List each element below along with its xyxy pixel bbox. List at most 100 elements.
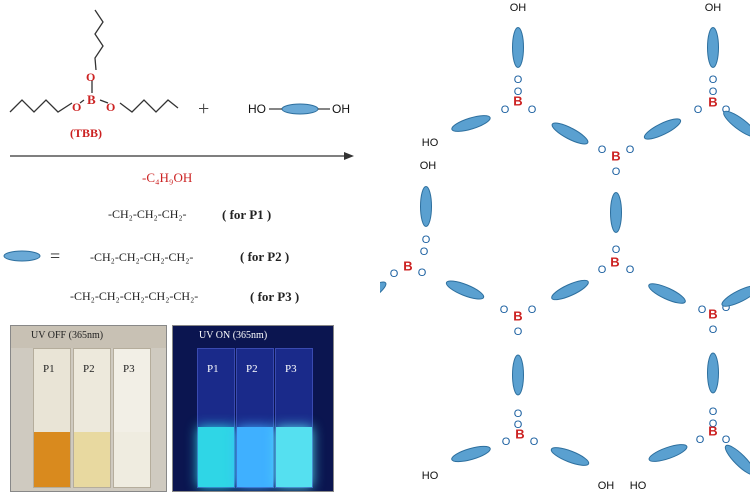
network-ho: HO [630,480,647,492]
network-oxygen: O [514,419,523,431]
uv-off-cuvette-p2: P2 [73,348,111,488]
network-boron: B [708,94,717,109]
uv-on-photo: UV ON (365nm) P1 P2 P3 [172,325,334,492]
network-linker [551,122,589,145]
network-oxygen: O [502,436,511,448]
network-linker [723,110,750,138]
network-oxygen: O [418,267,427,279]
network-oxygen: O [709,74,718,86]
equals-sign: = [50,246,61,266]
tbb-label: (TBB) [70,126,103,140]
network-oxygen: O [694,104,703,116]
network-oxygen: O [626,264,635,276]
network-linker [451,445,491,463]
network-boron: B [708,306,717,321]
network-linker [724,444,750,476]
cof-network: OOBOHOOBOHOHOOOBOOOOBOHOOBOHOOOBOOOOBOOO… [380,2,750,492]
network-linker [451,115,491,132]
network-linker [512,354,524,396]
tbb-oxygen-left: O [72,100,82,114]
network-linker [610,192,622,233]
tbb-oxygen-right: O [106,100,116,114]
network-linker [550,447,590,466]
network-oxygen: O [528,304,537,316]
p3-chain: -CH₂-CH₂-CH₂-CH₂-CH₂- [70,289,199,303]
network-boron: B [515,426,524,441]
network-boron: B [708,423,717,438]
linker-ho: HO [248,102,266,116]
uv-off-photo: UV OFF (365nm) P1 P2 P3 [10,325,167,492]
uv-off-cuvette-p1: P1 [33,348,71,488]
network-oxygen: O [514,86,523,98]
network-linker [721,285,750,307]
network-linker [707,27,719,68]
uv-on-cuvette-p2: P2 [236,348,274,488]
linker-symbol [3,250,41,262]
uv-off-title: UV OFF (365nm) [31,330,104,341]
network-oxygen: O [626,144,635,156]
linker-oh: OH [332,102,350,116]
network-boron: B [513,93,522,108]
network-oxygen: O [500,304,509,316]
network-oxygen: O [598,264,607,276]
network-oxygen: O [722,302,731,314]
reaction-scheme [3,9,354,262]
network-oh: OH [510,2,527,14]
network-linker [648,283,686,304]
network-linker [551,279,589,301]
network-boron: B [513,308,522,323]
network-oxygen: O [420,246,429,258]
network-boron: B [403,258,412,273]
network-linker [707,352,719,394]
network-oxygen: O [390,268,399,280]
uv-on-cuvette-p1: P1 [197,348,235,488]
network-oxygen: O [709,418,718,430]
tbb-structure [9,9,179,113]
uv-off-cuvette-p3: P3 [113,348,151,488]
network-oxygen: O [422,234,431,246]
network-oxygen: O [709,406,718,418]
network-ho: HO [422,137,439,149]
network-oxygen: O [501,104,510,116]
network-ho: HO [422,470,439,482]
network-oh: OH [420,160,437,172]
linker-ellipse [281,103,319,115]
network-oxygen: O [612,244,621,256]
tbb-oxygen-top: O [86,70,96,84]
network-oxygen: O [696,434,705,446]
network-linker [445,280,485,300]
network-oxygen: O [514,408,523,420]
network-boron: B [611,148,620,163]
network-oxygen: O [528,104,537,116]
network-linker [643,118,682,140]
p1-label: ( for P1 ) [222,207,272,222]
network-oxygen: O [514,326,523,338]
network-linker [380,281,387,307]
network-oxygen: O [698,304,707,316]
network-oh: OH [705,2,722,14]
network-oxygen: O [530,436,539,448]
network-boron: B [610,254,619,269]
tbb-left-chain [9,99,73,113]
tbb-top-chain [94,9,104,71]
network-linker [648,444,688,462]
uv-on-title: UV ON (365nm) [199,330,268,341]
network-oxygen: O [709,324,718,336]
network-oxygen: O [709,86,718,98]
p3-label: ( for P3 ) [250,289,300,304]
network-oxygen: O [722,434,731,446]
p2-label: ( for P2 ) [240,249,290,264]
tbb-right-chain [119,99,179,113]
network-oxygen: O [598,144,607,156]
tbb-boron: B [87,92,96,107]
network-linker [420,186,432,227]
network-oxygen: O [612,166,621,178]
p2-chain: -CH₂-CH₂-CH₂-CH₂- [90,250,194,264]
byproduct-label: -C₄H₉OH [142,170,193,185]
network-oh: OH [598,480,615,492]
uv-on-cuvette-p3: P3 [275,348,313,488]
network-oxygen: O [722,104,731,116]
network-linker [512,27,524,68]
network-oxygen: O [514,74,523,86]
p1-chain: -CH₂-CH₂-CH₂- [108,207,187,221]
